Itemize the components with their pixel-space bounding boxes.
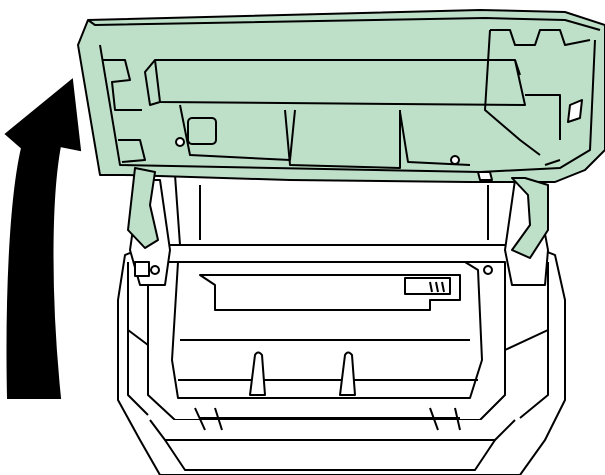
front-base (164, 439, 496, 471)
arrow-body (4, 78, 82, 399)
curved-up-arrow-icon (4, 78, 82, 399)
toner-cartridge (171, 261, 483, 399)
cover-left-tab (187, 117, 217, 145)
cartridge-top-panel (199, 274, 461, 311)
cover-hinge-detail (144, 59, 521, 106)
cover-screw-right (450, 155, 460, 165)
cover-right-bracket (484, 29, 591, 166)
cover-paper-guide (284, 109, 401, 169)
cover-edge (87, 17, 601, 31)
cover-right-hinge-arm (511, 177, 549, 259)
cover-right-notch (567, 99, 583, 123)
cartridge-inner-edge (178, 339, 478, 381)
cartridge-right-handle (339, 351, 356, 396)
left-inner-wall (127, 262, 149, 416)
cover-inner-rim (99, 39, 596, 173)
left-latch-square (134, 261, 150, 277)
cover-hinge-strip (154, 59, 526, 106)
paper-feed-slots (194, 407, 461, 431)
cover-latch-clip (477, 171, 493, 181)
rear-roller-housing (174, 174, 521, 246)
front-lower-lip (149, 419, 516, 441)
cartridge-grip-marks (429, 281, 445, 293)
cover-left-bracket (102, 59, 146, 163)
right-latch-screw (483, 265, 493, 275)
cartridge-left-handle (249, 351, 266, 396)
printer-top-cover (77, 9, 605, 259)
rear-roller-lines (199, 185, 489, 240)
left-latch-screw (150, 265, 160, 275)
right-inner-wall (504, 262, 549, 419)
cover-screw-left (175, 137, 185, 147)
cover-left-hinge-arm (127, 167, 159, 249)
cover-recess-panel (179, 104, 471, 166)
cartridge-label-box (404, 277, 451, 295)
